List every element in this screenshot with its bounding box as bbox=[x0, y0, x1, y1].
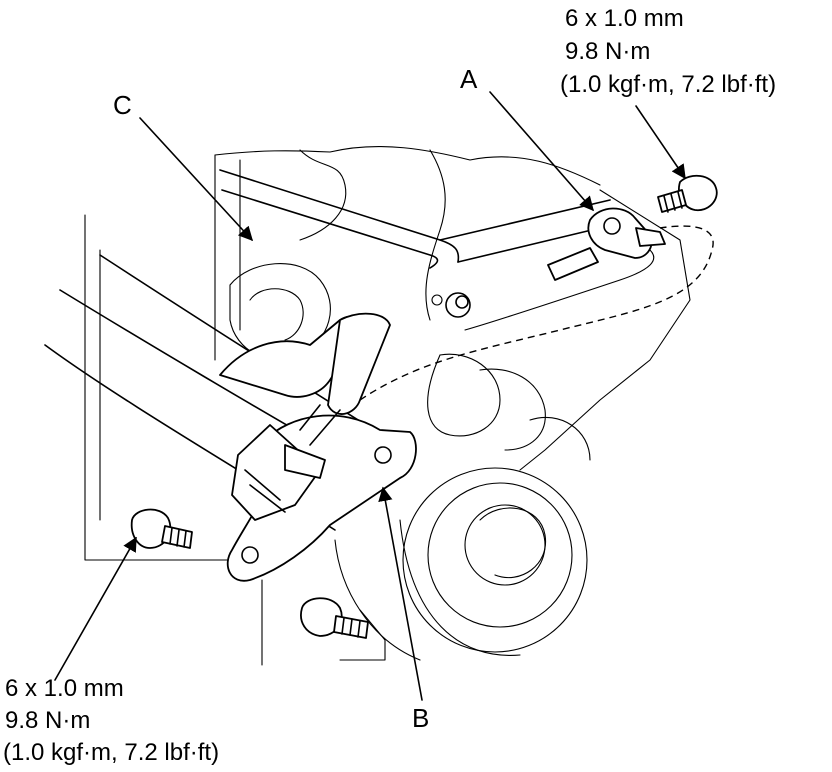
sensor-b bbox=[219, 225, 714, 582]
pipe-c bbox=[219, 169, 611, 318]
bolt-size-bottom: 6 x 1.0 mm bbox=[5, 675, 124, 702]
bolt-top bbox=[657, 174, 718, 213]
engine-block bbox=[84, 145, 691, 666]
torque-value-bottom: 9.8 N·m bbox=[5, 707, 91, 734]
bolt-lower bbox=[300, 597, 369, 639]
callout-b: B bbox=[412, 703, 430, 733]
torque-alt-top: (1.0 kgf·m, 7.2 lbf·ft) bbox=[560, 71, 777, 98]
callout-a: A bbox=[460, 64, 478, 94]
sensor-a bbox=[547, 207, 666, 281]
leader-lines bbox=[54, 91, 686, 701]
torque-alt-bottom: (1.0 kgf·m, 7.2 lbf·ft) bbox=[3, 739, 220, 766]
callout-c: C bbox=[113, 90, 132, 120]
bolt-size-top: 6 x 1.0 mm bbox=[565, 5, 684, 32]
torque-value-top: 9.8 N·m bbox=[565, 38, 651, 65]
bolt-left bbox=[130, 508, 193, 549]
